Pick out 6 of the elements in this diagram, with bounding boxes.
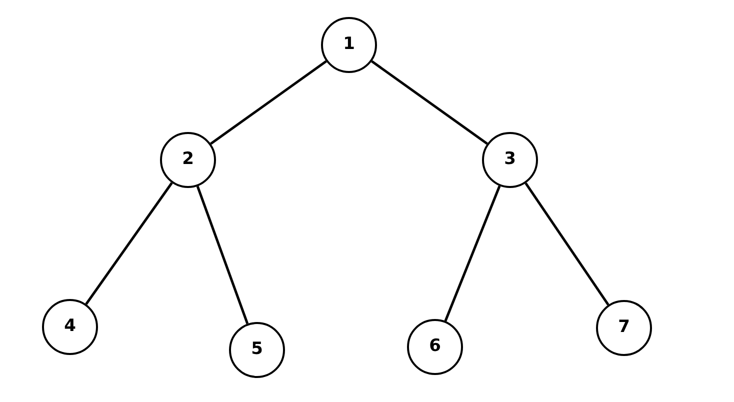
connector-line <box>444 186 501 322</box>
connector-line <box>371 60 488 145</box>
connector-line <box>85 182 173 305</box>
connector-line <box>524 182 610 306</box>
connector-line <box>210 60 327 145</box>
connector-line <box>196 186 249 324</box>
